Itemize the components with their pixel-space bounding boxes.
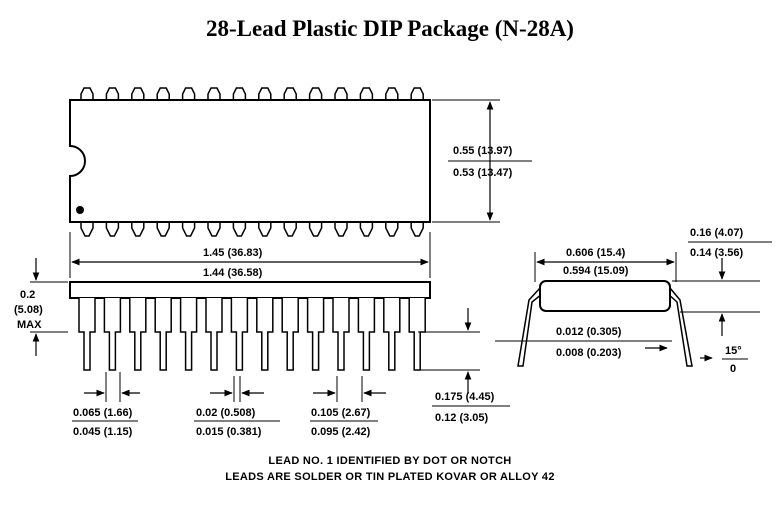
bottom-pin xyxy=(105,221,120,237)
top-pin xyxy=(207,87,221,101)
side-lead xyxy=(179,298,198,371)
top-view-bottom-pins xyxy=(80,221,424,237)
side-lead xyxy=(357,298,376,371)
top-pin xyxy=(258,87,272,101)
side-view-leads xyxy=(78,298,426,371)
pitch-min-label: 0.095 (2.42) xyxy=(311,426,371,438)
side-view xyxy=(69,281,431,371)
top-pin xyxy=(80,87,94,101)
top-pin xyxy=(105,87,120,101)
top-pin xyxy=(359,87,374,101)
lead-tip-dimension: 0.02 (0.508) 0.015 (0.381) xyxy=(194,376,280,438)
bottom-pin xyxy=(207,221,221,237)
bottom-pin xyxy=(156,221,170,237)
bottom-pin xyxy=(334,221,348,237)
side-lead xyxy=(230,298,249,371)
note-lead-material: LEADS ARE SOLDER OR TIN PLATED KOVAR OR … xyxy=(225,471,555,483)
package-body-top xyxy=(69,99,431,223)
pin1-notch xyxy=(69,145,86,177)
angle-max-label: 15° xyxy=(725,345,742,357)
lead-tip-max-label: 0.02 (0.508) xyxy=(196,407,256,419)
pitch-max-label: 0.105 (2.67) xyxy=(311,407,371,419)
bottom-pin xyxy=(308,221,323,237)
standoff-dimension: 0.16 (4.07) 0.14 (3.56) xyxy=(672,227,772,336)
side-lead xyxy=(103,298,122,371)
lead-length-min-label: 0.12 (3.05) xyxy=(435,412,489,424)
side-lead xyxy=(129,298,147,371)
diagram-title: 28-Lead Plastic DIP Package (N-28A) xyxy=(206,16,574,41)
top-pin xyxy=(308,87,323,101)
top-pin xyxy=(410,87,424,101)
top-pin xyxy=(283,87,297,101)
body-width-max-label: 0.55 (13.97) xyxy=(453,145,513,157)
standoff-max-label: 0.16 (4.07) xyxy=(690,227,744,239)
row-spacing-dimension: 0.606 (15.4) 0.594 (15.09) xyxy=(534,247,677,282)
body-width-min-label: 0.53 (13.47) xyxy=(453,167,513,179)
bottom-pin xyxy=(181,221,196,237)
body-length-min-label: 1.44 (36.58) xyxy=(203,267,263,279)
bottom-pin xyxy=(359,221,374,237)
end-view-body xyxy=(539,280,671,312)
seat-height-mm-label: (5.08) xyxy=(14,304,43,316)
side-lead xyxy=(408,298,426,371)
package-body-side xyxy=(69,281,431,299)
angle-dimension: 15° 0 xyxy=(700,345,748,375)
row-spacing-max-label: 0.606 (15.4) xyxy=(566,247,626,259)
side-lead xyxy=(306,298,325,371)
seat-height-max-label: MAX xyxy=(17,319,42,331)
lead-length-dimension: 0.175 (4.45) 0.12 (3.05) xyxy=(418,308,510,424)
top-view-top-pins xyxy=(80,87,424,101)
body-length-dimension: 1.45 (36.83) 1.44 (36.58) xyxy=(69,232,431,279)
side-lead xyxy=(154,298,172,371)
lead-width-min-label: 0.045 (1.15) xyxy=(73,426,133,438)
bottom-pin xyxy=(232,221,247,237)
bottom-pin xyxy=(410,221,424,237)
end-view-left-lead xyxy=(517,287,543,367)
angle-min-label: 0 xyxy=(730,363,736,375)
seat-height-dimension: 0.2 (5.08) MAX xyxy=(14,258,68,356)
lead-length-max-label: 0.175 (4.45) xyxy=(435,391,495,403)
top-pin xyxy=(131,87,145,101)
bottom-pin xyxy=(80,221,94,237)
side-lead xyxy=(205,298,223,371)
top-pin xyxy=(385,87,399,101)
bottom-pin xyxy=(283,221,297,237)
side-lead xyxy=(256,298,274,371)
side-lead xyxy=(281,298,299,371)
body-length-max-label: 1.45 (36.83) xyxy=(203,247,263,259)
row-spacing-min-label: 0.594 (15.09) xyxy=(563,265,629,277)
end-view xyxy=(517,280,693,367)
lead-tip-min-label: 0.015 (0.381) xyxy=(196,426,262,438)
lead-width-dimension: 0.065 (1.66) 0.045 (1.15) xyxy=(72,372,140,438)
standoff-min-label: 0.14 (3.56) xyxy=(690,247,744,259)
side-lead xyxy=(332,298,350,371)
lead-thickness-min-label: 0.008 (0.203) xyxy=(556,347,622,359)
bottom-pin xyxy=(258,221,272,237)
bottom-pin xyxy=(385,221,399,237)
lead-thickness-dimension: 0.012 (0.305) 0.008 (0.203) xyxy=(495,326,672,359)
side-lead xyxy=(78,298,96,371)
top-pin xyxy=(181,87,196,101)
top-pin xyxy=(156,87,170,101)
note-lead-identification: LEAD NO. 1 IDENTIFIED BY DOT OR NOTCH xyxy=(268,455,511,467)
side-lead xyxy=(383,298,401,371)
top-pin xyxy=(232,87,247,101)
bottom-pin xyxy=(131,221,145,237)
pitch-dimension: 0.105 (2.67) 0.095 (2.42) xyxy=(310,376,386,438)
lead-width-max-label: 0.065 (1.66) xyxy=(73,407,133,419)
end-view-right-lead xyxy=(667,287,693,367)
pin1-dot xyxy=(76,206,84,214)
top-view xyxy=(68,87,431,237)
body-width-dimension: 0.55 (13.97) 0.53 (13.47) xyxy=(432,99,532,223)
top-pin xyxy=(334,87,348,101)
seat-height-label: 0.2 xyxy=(20,289,35,301)
lead-thickness-max-label: 0.012 (0.305) xyxy=(556,326,622,338)
